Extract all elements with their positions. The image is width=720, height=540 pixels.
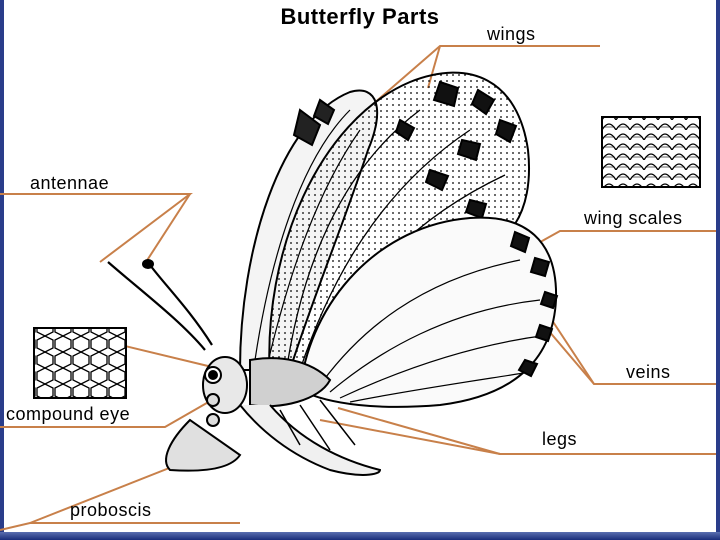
frame-left-edge: [0, 0, 4, 540]
compound-eye-inset: [33, 327, 127, 399]
wing-scales-inset: [601, 116, 701, 188]
butterfly-drawing: [107, 71, 559, 476]
compound-eye-leader-line: [124, 345, 209, 367]
label-wings: wings: [487, 24, 536, 44]
frame-bottom-edge: [0, 532, 720, 540]
legs-leader-line: [319, 419, 716, 455]
label-wing-scales: wing scales: [584, 208, 683, 228]
label-legs: legs: [542, 429, 578, 449]
antennae-leader-line: [0, 193, 193, 263]
label-compound-eye: compound eye: [6, 404, 131, 424]
frame-right-edge: [716, 0, 720, 540]
label-antennae: antennae: [30, 173, 110, 193]
label-veins: veins: [626, 362, 671, 382]
diagram-title: Butterfly Parts: [280, 4, 440, 29]
label-proboscis: proboscis: [70, 500, 152, 520]
proboscis-leader-line: [0, 522, 240, 531]
